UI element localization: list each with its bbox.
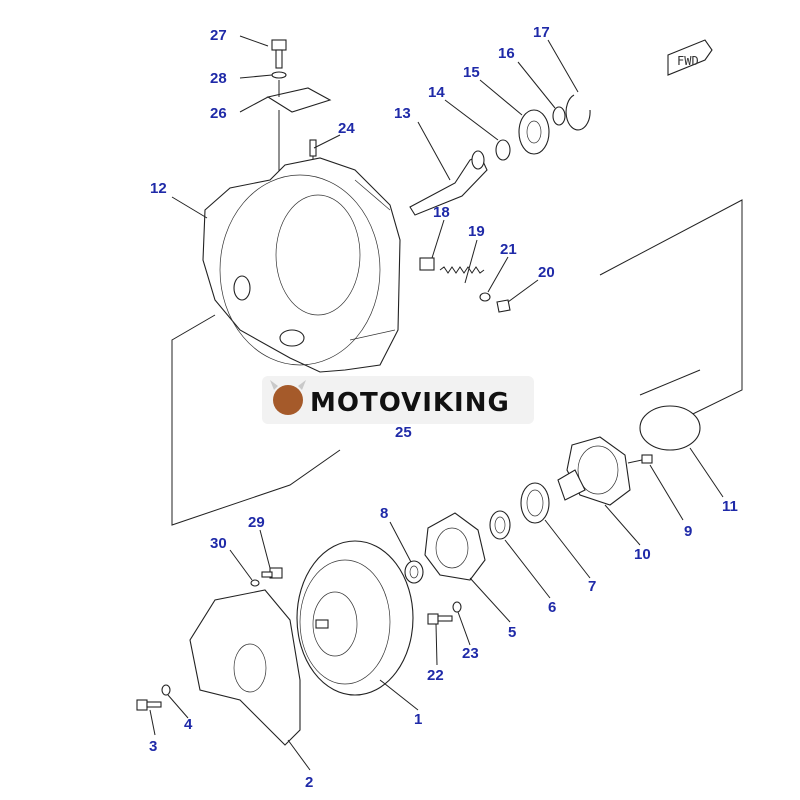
part-30-washer	[250, 579, 260, 587]
callout-8: 8	[380, 505, 388, 522]
callout-12: 12	[150, 180, 167, 197]
callout-19: 19	[468, 223, 485, 240]
callout-13: 13	[394, 105, 411, 122]
part-13-shaft	[409, 150, 488, 216]
callout-3: 3	[149, 738, 157, 755]
part-1-torque-converter	[296, 540, 414, 696]
callout-24: 24	[338, 120, 355, 137]
part-4-washer	[161, 684, 171, 696]
callout-11: 11	[722, 498, 738, 515]
callout-5: 5	[508, 624, 516, 641]
part-19-spring	[439, 266, 485, 274]
brand-name: MOTOVIKING	[310, 388, 510, 418]
callout-23: 23	[462, 645, 479, 662]
callout-6: 6	[548, 599, 556, 616]
part-26-plate	[266, 87, 332, 113]
brand-logo: MOTOVIKING	[262, 376, 534, 424]
part-16-ring	[552, 106, 566, 126]
callout-25: 25	[395, 424, 412, 441]
part-27-bolt	[271, 39, 287, 69]
callout-1: 1	[414, 711, 422, 728]
part-21-washer	[479, 292, 491, 302]
part-6-ring	[489, 510, 511, 540]
callout-29: 29	[248, 514, 265, 531]
part-28-washer	[271, 71, 287, 79]
part-11-cover	[639, 405, 701, 451]
callout-16: 16	[498, 45, 515, 62]
callout-labels: 27 28 26 24 13 14 15 16 17 12 18 19 21 2…	[149, 24, 738, 791]
callout-17: 17	[533, 24, 550, 41]
callout-7: 7	[588, 578, 596, 595]
part-18-plug	[419, 257, 435, 271]
callout-2: 2	[305, 774, 313, 791]
callout-9: 9	[684, 523, 692, 540]
part-22-bolt	[427, 613, 453, 625]
callout-22: 22	[427, 667, 444, 684]
callout-21: 21	[500, 241, 517, 258]
fwd-text: FWD	[677, 54, 699, 68]
callout-26: 26	[210, 105, 227, 122]
callout-18: 18	[433, 204, 450, 221]
callout-27: 27	[210, 27, 227, 44]
callout-30: 30	[210, 535, 227, 552]
part-17-snap-ring	[565, 94, 591, 131]
part-7-bushing	[520, 482, 550, 524]
callout-10: 10	[634, 546, 651, 563]
part-15-bearing	[518, 109, 550, 155]
part-10-pump	[557, 436, 631, 506]
part-2-drive-plate	[189, 589, 301, 746]
fwd-direction-marker: FWD	[667, 39, 713, 76]
part-3-bolt	[136, 699, 162, 711]
callout-4: 4	[184, 716, 193, 733]
part-20-plug	[496, 299, 511, 313]
part-5-stator	[424, 512, 486, 581]
part-23-washer	[452, 601, 462, 613]
leader-lines	[149, 35, 724, 771]
part-14-ring	[495, 139, 511, 161]
part-29-bolt	[261, 567, 283, 579]
callout-15: 15	[463, 64, 480, 81]
part-8-ring	[404, 560, 424, 584]
viking-mascot-icon	[273, 385, 303, 415]
part-9-bolt	[627, 454, 653, 464]
assembly-outline-lines	[171, 199, 743, 526]
callout-28: 28	[210, 70, 227, 87]
callout-14: 14	[428, 84, 445, 101]
callout-20: 20	[538, 264, 555, 281]
part-12-housing	[202, 157, 401, 373]
